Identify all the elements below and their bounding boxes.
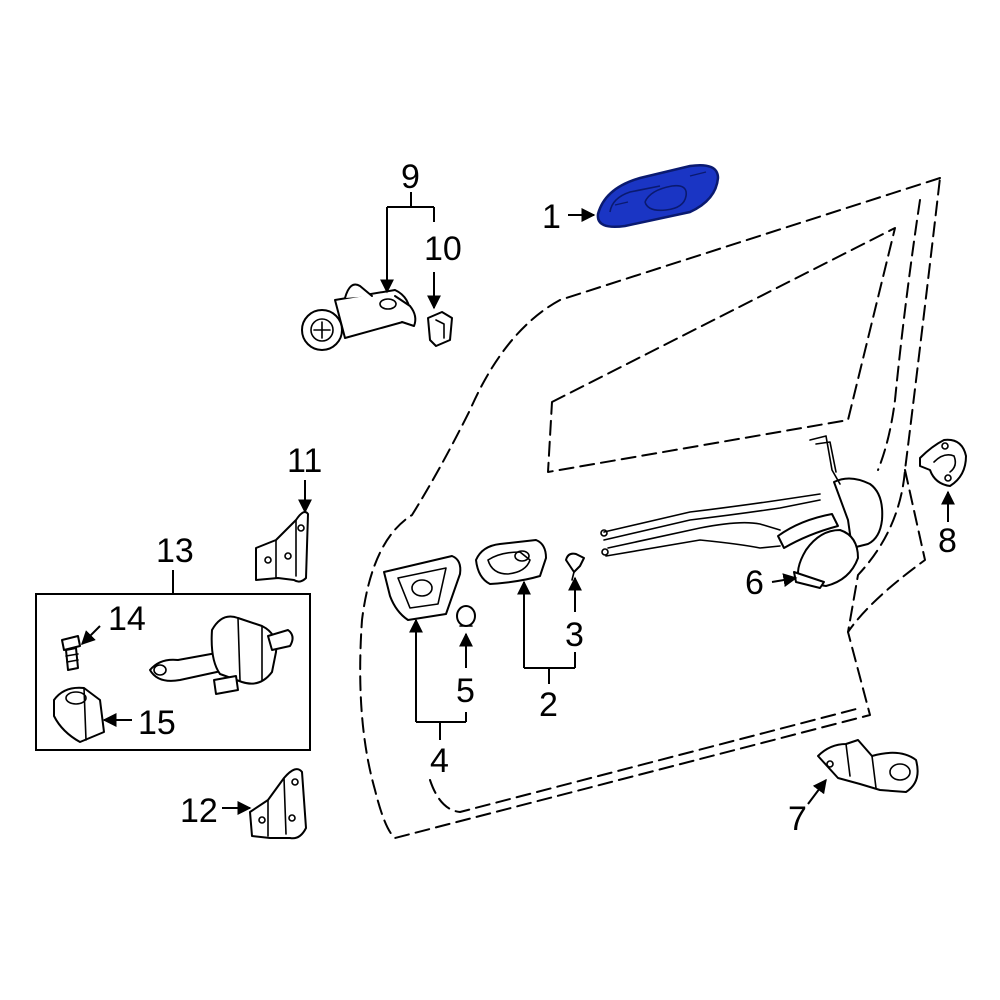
part-14-bolt[interactable] — [61, 635, 81, 671]
part-7-bracket[interactable] — [817, 739, 919, 793]
part-4-inside-handle-bezel[interactable] — [383, 555, 462, 621]
part-9-lock-cylinder[interactable] — [301, 283, 417, 351]
callout-6: 6 — [745, 564, 764, 602]
callout-12: 12 — [180, 792, 218, 830]
callout-10: 10 — [424, 230, 462, 268]
callout-8: 8 — [938, 522, 957, 560]
part-1-outside-handle[interactable] — [596, 164, 720, 228]
callout-5: 5 — [456, 672, 475, 710]
part-5-screw-cap[interactable] — [456, 605, 476, 627]
part-13-door-check-group[interactable] — [35, 593, 311, 751]
part-12-lower-hinge[interactable] — [249, 768, 307, 840]
door-outline — [359, 177, 941, 839]
callout-labels: 1 2 3 4 5 6 7 8 9 10 11 12 13 14 15 — [108, 158, 957, 838]
part-2-inside-handle[interactable] — [475, 539, 547, 585]
callout-7: 7 — [788, 800, 807, 838]
callout-11: 11 — [287, 442, 322, 480]
part-6-door-lock-assembly[interactable] — [600, 435, 884, 589]
callout-3: 3 — [565, 616, 584, 654]
leader-lines — [81, 192, 955, 815]
part-10-clip[interactable] — [427, 311, 453, 347]
callout-13: 13 — [156, 532, 194, 570]
callout-4: 4 — [430, 742, 449, 780]
part-8-striker[interactable] — [919, 438, 967, 487]
callout-15: 15 — [138, 704, 176, 742]
callout-9: 9 — [401, 158, 420, 196]
callout-2: 2 — [539, 686, 558, 724]
callout-14: 14 — [108, 600, 146, 638]
callout-1: 1 — [542, 198, 561, 236]
part-11-upper-hinge[interactable] — [255, 511, 309, 583]
part-3-rod-clip[interactable] — [565, 552, 585, 581]
part-15-spacer[interactable] — [53, 686, 105, 743]
